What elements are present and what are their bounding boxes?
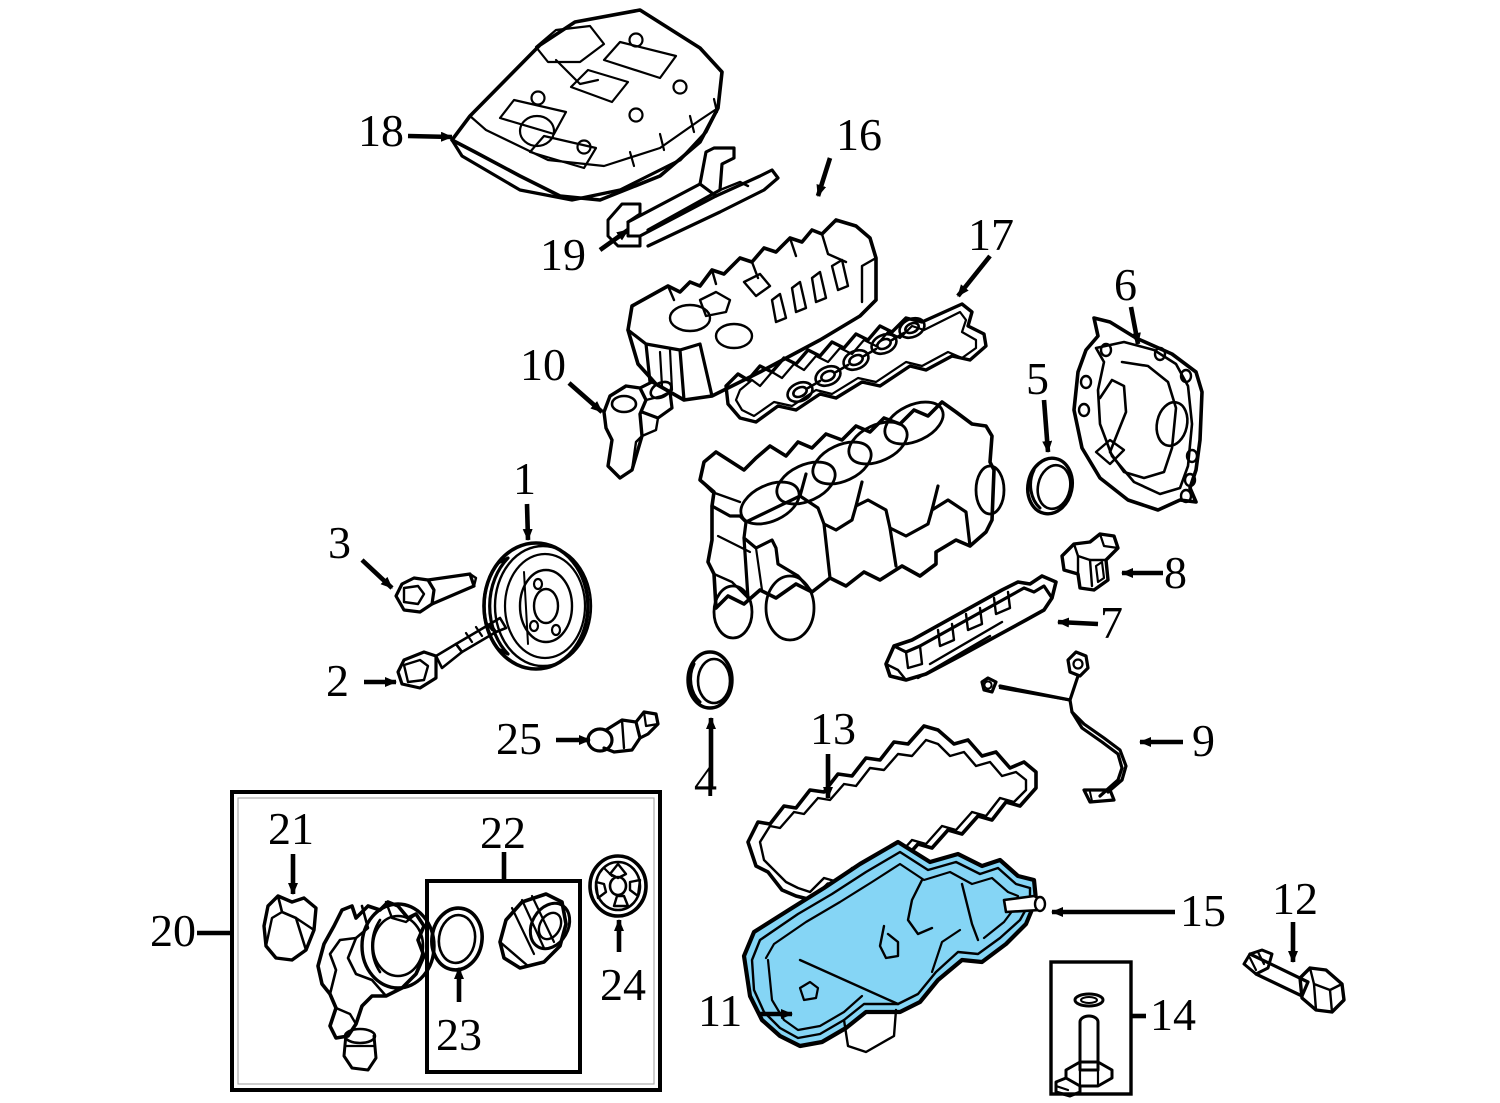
callout-label-20[interactable]: 20 xyxy=(150,905,196,956)
callout-label-4[interactable]: 4 xyxy=(694,755,717,806)
part-front-crankshaft-seal xyxy=(686,650,734,710)
callout-label-7[interactable]: 7 xyxy=(1100,597,1123,648)
callout-leaders xyxy=(197,131,1298,1019)
oil-filter-housing-group-box xyxy=(230,790,662,1092)
part-valve-cover-gasket xyxy=(724,302,988,424)
callout-label-8[interactable]: 8 xyxy=(1164,547,1187,598)
part-oil-drain-plug-kit xyxy=(1054,992,1114,1098)
part-rear-crankshaft-seal xyxy=(1026,456,1074,516)
callout-label-17[interactable]: 17 xyxy=(968,209,1014,260)
oil-drain-plug-box xyxy=(1049,960,1133,1096)
part-rear-main-seal-housing xyxy=(1072,316,1204,512)
part-oil-pressure-switch xyxy=(586,710,660,754)
callout-label-13[interactable]: 13 xyxy=(810,703,856,754)
part-oil-dipstick-tube xyxy=(980,650,1128,804)
callout-label-15[interactable]: 15 xyxy=(1180,885,1226,936)
callout-label-19[interactable]: 19 xyxy=(540,229,586,280)
callout-label-12[interactable]: 12 xyxy=(1272,873,1318,924)
callout-label-23[interactable]: 23 xyxy=(436,1009,482,1060)
part-crankshaft-position-sensor xyxy=(1060,532,1120,592)
callout-label-16[interactable]: 16 xyxy=(836,109,882,160)
callout-label-10[interactable]: 10 xyxy=(520,339,566,390)
callout-label-3[interactable]: 3 xyxy=(328,517,351,568)
part-oil-pan xyxy=(741,839,1047,1054)
part-oil-filter-housing-gasket xyxy=(262,894,318,962)
part-crankshaft-pulley xyxy=(482,541,593,671)
callout-label-11[interactable]: 11 xyxy=(698,985,743,1036)
part-crankshaft-pulley-bolt xyxy=(396,616,508,690)
callout-label-21[interactable]: 21 xyxy=(268,803,314,854)
callout-label-14[interactable]: 14 xyxy=(1150,989,1196,1040)
part-oil-filter-o-ring xyxy=(430,906,484,972)
part-camshaft-position-sensor xyxy=(602,380,674,480)
callout-label-5[interactable]: 5 xyxy=(1026,353,1049,404)
callout-label-6[interactable]: 6 xyxy=(1114,259,1137,310)
part-engine-block xyxy=(698,400,1006,642)
part-oil-filter-cap xyxy=(588,854,648,918)
part-oil-pan-bolt xyxy=(1242,948,1346,1014)
part-engine-acoustic-cover xyxy=(450,8,724,202)
callout-label-18[interactable]: 18 xyxy=(358,105,404,156)
callout-label-25[interactable]: 25 xyxy=(496,713,542,764)
callout-label-22[interactable]: 22 xyxy=(480,807,526,858)
part-valve-cover xyxy=(626,218,878,402)
part-pulley-hex-bolt xyxy=(394,572,478,614)
callout-label-9[interactable]: 9 xyxy=(1192,715,1215,766)
callout-label-2[interactable]: 2 xyxy=(326,655,349,706)
part-oil-baffle-windage-tray xyxy=(884,574,1058,682)
part-engine-cover-mounting-bracket xyxy=(606,146,780,248)
part-oil-filter-element xyxy=(498,892,572,970)
callout-label-24[interactable]: 24 xyxy=(600,959,646,1010)
callout-label-1[interactable]: 1 xyxy=(513,453,536,504)
part-oil-filter-housing xyxy=(316,900,436,1072)
